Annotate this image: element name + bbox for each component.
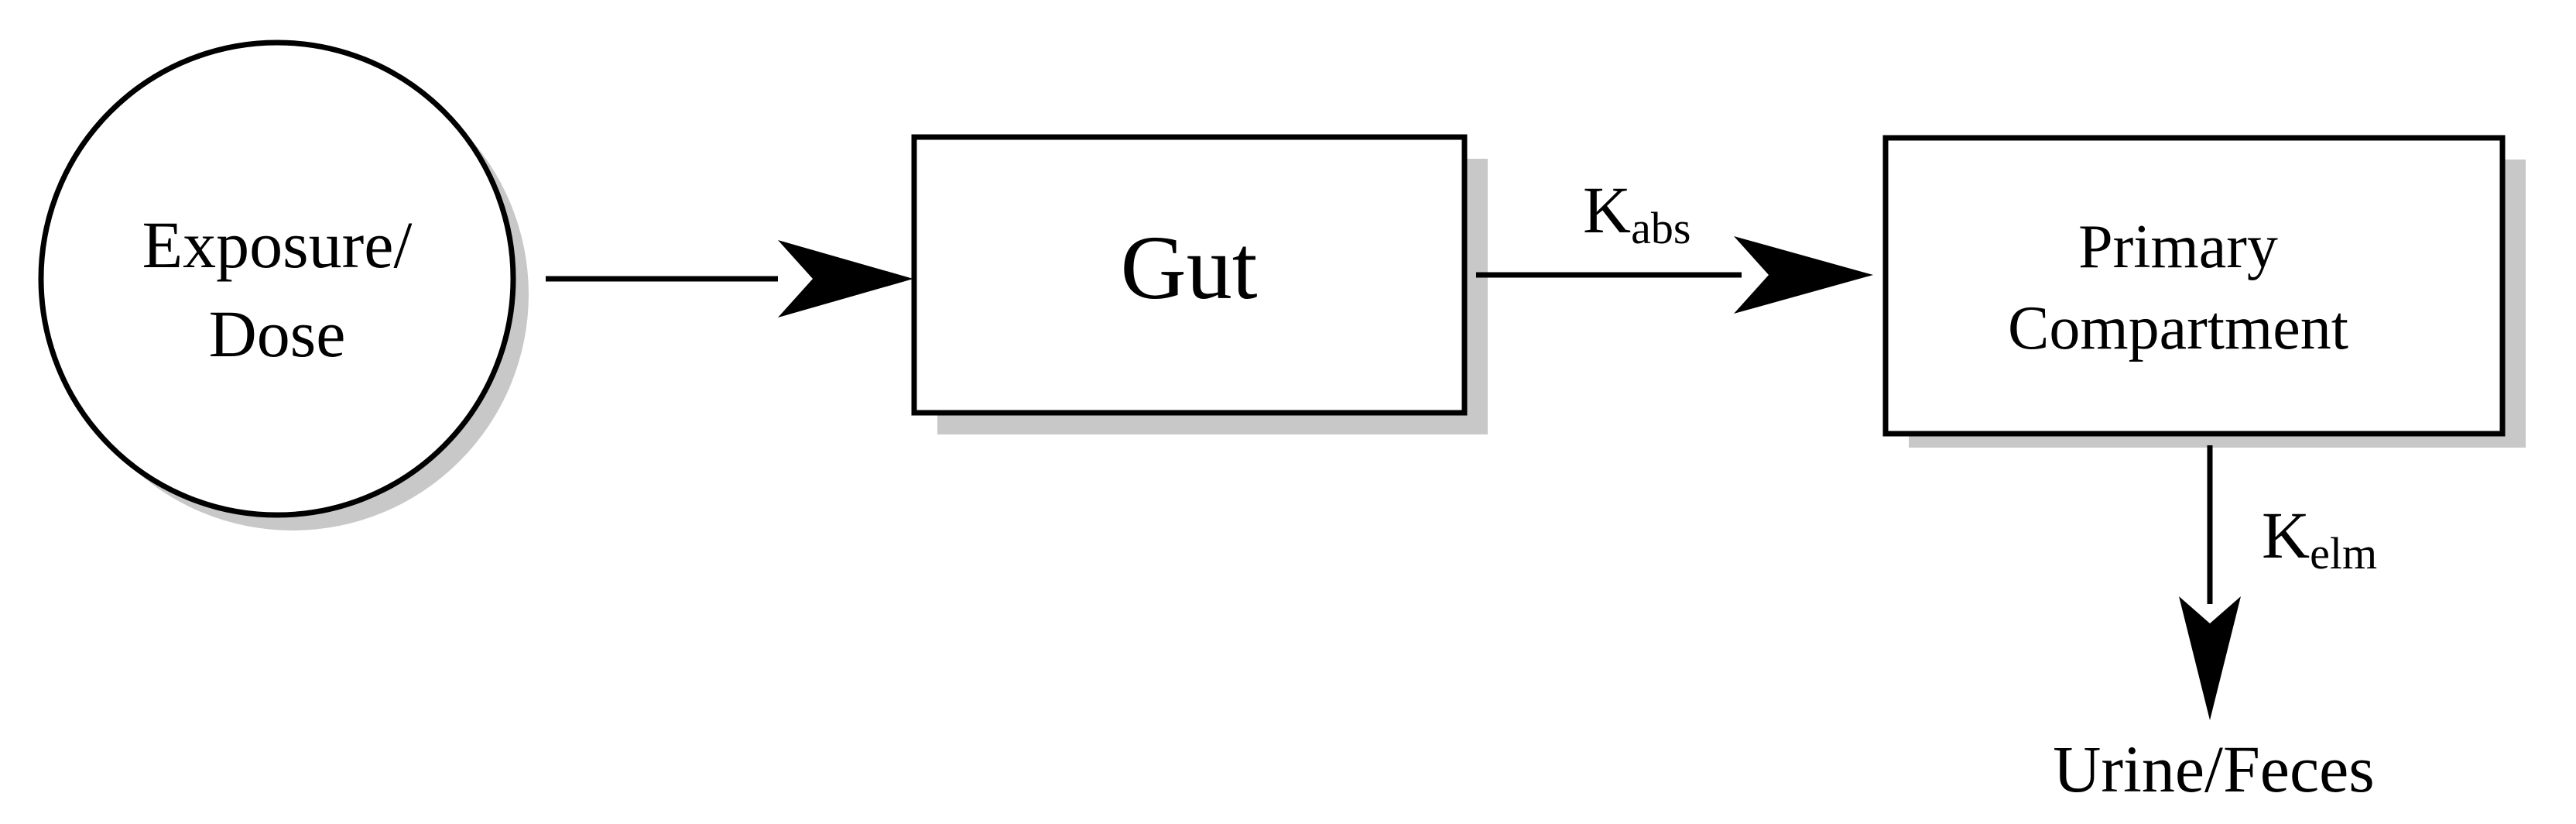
gut-box: [911, 134, 1468, 416]
primary-label-line2: Compartment: [2008, 294, 2348, 362]
primary-box: [1882, 135, 2506, 437]
exposure-label-line2: Dose: [209, 297, 346, 371]
primary-label-line1: Primary: [2078, 213, 2278, 281]
arrow-exposure-to-gut: [546, 240, 913, 318]
exposure-dose-node: Exposure/ Dose: [38, 39, 529, 530]
gut-node: Gut: [911, 134, 1488, 434]
kelm-label: Kelm: [2262, 498, 2377, 579]
arrow-gut-to-primary: Kabs: [1476, 173, 1873, 314]
primary-compartment-node: Primary Compartment: [1882, 135, 2526, 448]
kelm-subscript: elm: [2310, 528, 2377, 579]
arrowhead-exposure-to-gut: [778, 240, 913, 318]
kabs-symbol: K: [1583, 173, 1631, 247]
exposure-circle: [38, 39, 516, 518]
kabs-subscript: abs: [1631, 203, 1690, 253]
arrowhead-primary-to-output: [2179, 596, 2241, 720]
kelm-symbol: K: [2262, 498, 2310, 572]
arrowhead-gut-to-primary: [1734, 236, 1873, 314]
output-label: Urine/Feces: [2053, 732, 2375, 806]
kabs-label: Kabs: [1583, 173, 1690, 253]
arrow-primary-to-output: Kelm: [2179, 445, 2377, 720]
gut-label: Gut: [1121, 217, 1258, 318]
exposure-label-line1: Exposure/: [142, 208, 413, 282]
